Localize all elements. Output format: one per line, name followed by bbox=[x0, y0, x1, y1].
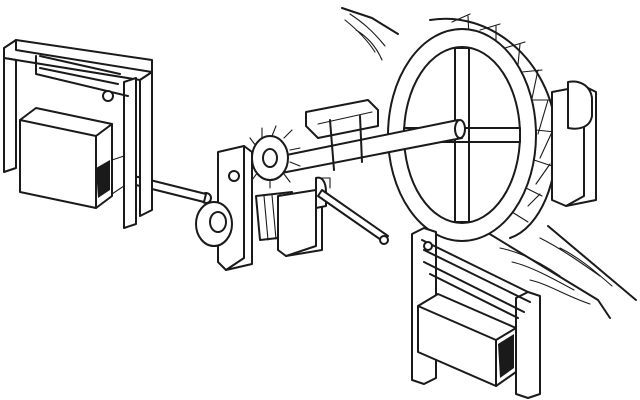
right-bellows-box bbox=[417, 293, 517, 387]
left-bellows-box bbox=[19, 107, 125, 209]
connecting-rod-right bbox=[317, 189, 389, 243]
crank-flywheel bbox=[195, 192, 233, 247]
gear-standard bbox=[217, 145, 327, 271]
left-bellows-frame bbox=[3, 39, 153, 229]
bearing-block bbox=[551, 80, 597, 207]
water-channel bbox=[341, 7, 637, 319]
water-wheel bbox=[387, 13, 558, 242]
trough bbox=[305, 99, 379, 171]
